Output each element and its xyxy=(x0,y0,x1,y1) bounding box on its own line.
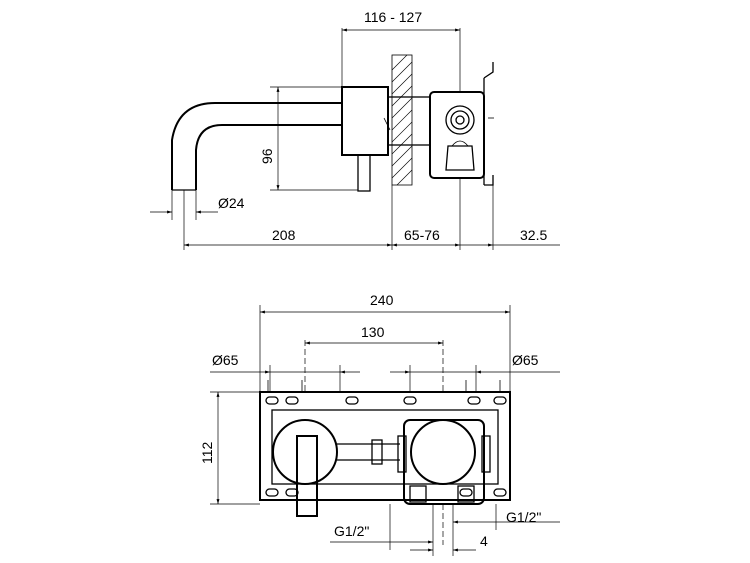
dim-diameter-65: Ø65 Ø65 xyxy=(210,352,560,392)
dim-gap-4: 4 xyxy=(410,504,488,556)
dim-height-label: 96 xyxy=(259,148,275,164)
dim-depth-range-label: 116 - 127 xyxy=(364,9,422,25)
spout xyxy=(171,102,342,191)
dim-thread-right-label: G1/2" xyxy=(506,509,541,525)
front-view: 240 130 Ø65 Ø65 112 xyxy=(199,292,560,556)
dim-spout-length-label: 208 xyxy=(272,227,296,243)
escutcheon xyxy=(341,86,431,192)
dim-height-96: 96 xyxy=(259,86,358,191)
dim-dia-right-label: Ø65 xyxy=(512,352,539,368)
dim-gap-label: 4 xyxy=(480,533,488,549)
dim-thread-left-label: G1/2" xyxy=(334,523,369,539)
right-valve xyxy=(397,419,491,505)
center-lines xyxy=(304,340,444,545)
dim-width-label: 240 xyxy=(370,292,394,308)
dim-wall-range-label: 65-76 xyxy=(404,227,440,243)
dim-width-240: 240 xyxy=(259,292,511,392)
dim-diameter-label: Ø24 xyxy=(218,195,245,211)
dim-center-130: 130 xyxy=(305,324,443,345)
mounting-plate xyxy=(259,380,511,501)
dim-offset-label: 32.5 xyxy=(520,227,547,243)
dim-dia-left-label: Ø65 xyxy=(212,352,239,368)
dim-depth-range: 116 - 127 xyxy=(341,9,461,92)
dim-height-112: 112 xyxy=(199,391,260,505)
dim-threads: G1/2" G1/2" xyxy=(330,504,560,550)
wall-section xyxy=(391,54,413,186)
left-escutcheon xyxy=(272,419,400,517)
valve-body xyxy=(429,62,494,186)
dim-diameter-24: Ø24 xyxy=(150,190,245,220)
dim-height-112-label: 112 xyxy=(199,441,215,464)
dim-center-label: 130 xyxy=(361,324,385,340)
side-view: 116 - 127 96 Ø24 208 65 xyxy=(150,9,560,250)
dim-bottom-chain: 208 65-76 32.5 xyxy=(183,178,560,250)
